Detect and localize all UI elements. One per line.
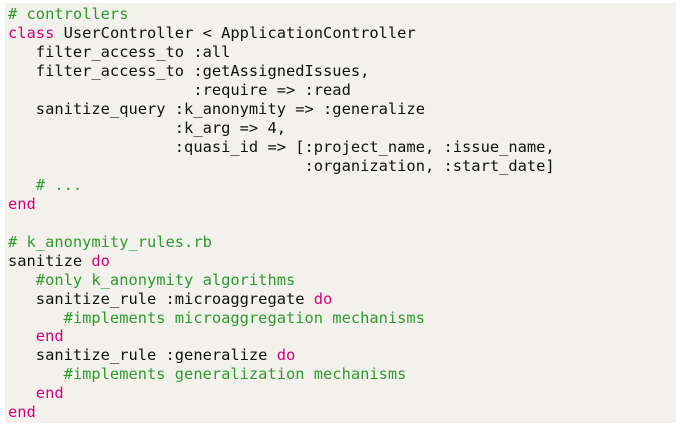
code-keyword: do <box>313 289 333 308</box>
code-line: sanitize_query :k_anonymity => :generali… <box>8 100 676 119</box>
code-text: :quasi_id => [:project_name, :issue_name… <box>8 137 555 156</box>
code-line: :k_arg => 4, <box>8 119 676 138</box>
code-text: sanitize_query :k_anonymity => :generali… <box>8 99 425 118</box>
code-line: # ... <box>8 176 676 195</box>
code-line: end <box>8 195 676 214</box>
code-line: # controllers <box>8 5 676 24</box>
code-line: :organization, :start_date] <box>8 157 676 176</box>
code-line <box>8 214 676 233</box>
code-keyword: end <box>8 194 36 213</box>
code-keyword: end <box>8 384 64 403</box>
code-comment: #implements generalization mechanisms <box>8 365 407 384</box>
code-line: end <box>8 327 676 346</box>
code-line: filter_access_to :all <box>8 43 676 62</box>
code-text: sanitize_rule :microaggregate <box>8 289 314 308</box>
code-line: :quasi_id => [:project_name, :issue_name… <box>8 138 676 157</box>
code-text: filter_access_to :all <box>8 42 231 61</box>
code-line: end <box>8 384 676 403</box>
code-text: UserController < ApplicationController <box>54 23 416 42</box>
code-text: sanitize <box>8 251 92 270</box>
code-keyword: do <box>276 346 296 365</box>
code-line: #implements generalization mechanisms <box>8 365 676 384</box>
code-line: end <box>8 403 676 422</box>
code-comment: #only k_anonymity algorithms <box>8 270 296 289</box>
code-keyword: end <box>8 327 64 346</box>
code-line: # k_anonymity_rules.rb <box>8 233 676 252</box>
code-line: filter_access_to :getAssignedIssues, <box>8 62 676 81</box>
code-line: sanitize do <box>8 252 676 271</box>
code-keyword: end <box>8 403 36 422</box>
code-comment: #implements microaggregation mechanisms <box>8 308 425 327</box>
code-text: filter_access_to :getAssignedIssues, <box>8 61 370 80</box>
code-keyword: do <box>91 251 110 270</box>
code-line: sanitize_rule :microaggregate do <box>8 290 676 309</box>
code-comment: # k_anonymity_rules.rb <box>8 232 212 251</box>
code-line: #only k_anonymity algorithms <box>8 271 676 290</box>
code-line: sanitize_rule :generalize do <box>8 346 676 365</box>
code-keyword: class <box>8 23 55 42</box>
code-text: sanitize_rule :generalize <box>8 346 277 365</box>
code-text: :k_arg => 4, <box>8 118 286 137</box>
code-line: :require => :read <box>8 81 676 100</box>
code-text: :organization, :start_date] <box>8 156 555 175</box>
code-comment: # controllers <box>8 5 129 23</box>
code-comment: # ... <box>8 175 83 194</box>
code-line: #implements microaggregation mechanisms <box>8 309 676 328</box>
code-text: :require => :read <box>8 80 351 99</box>
code-line: class UserController < ApplicationContro… <box>8 24 676 43</box>
